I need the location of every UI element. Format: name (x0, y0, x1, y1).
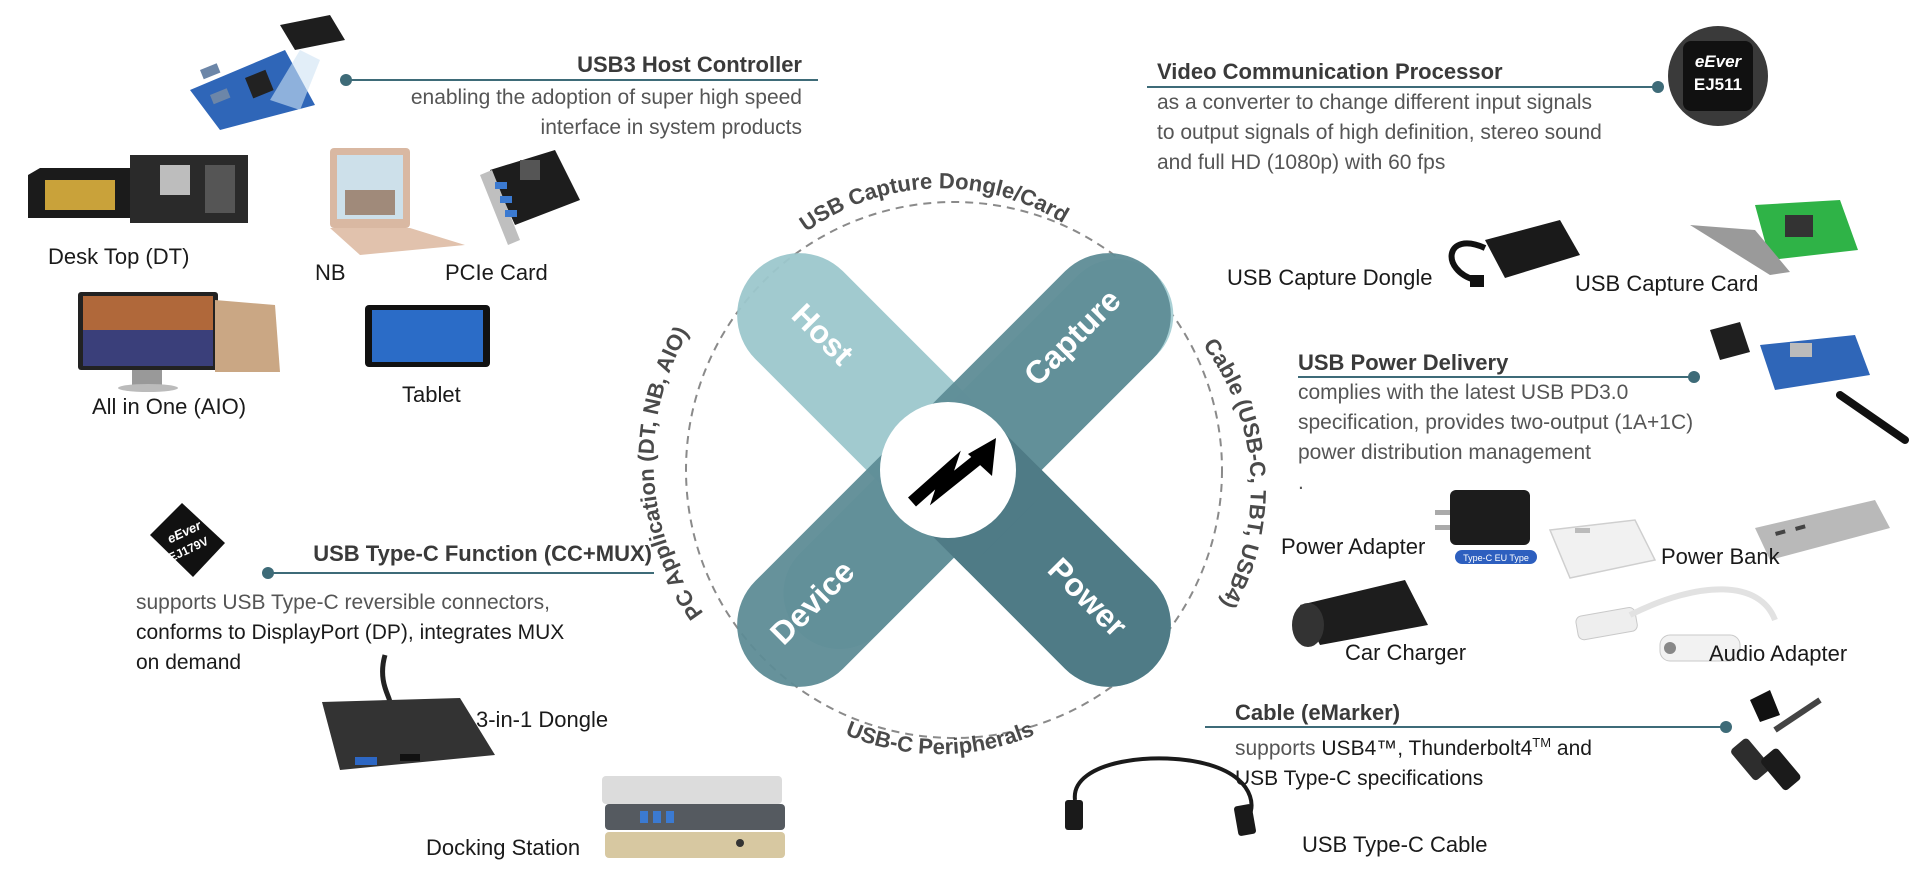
ring-label-left: PC Application (DT, NB, AIO) (634, 322, 708, 625)
dashed-ring (685, 201, 1223, 739)
power-delivery-board-image (1710, 322, 1909, 444)
video-processor-desc-line: as a converter to change different input… (1157, 91, 1593, 114)
video-processor-desc-line: and full HD (1080p) with 60 fps (1157, 151, 1446, 174)
host-controller-desc-line: enabling the adoption of super high spee… (410, 86, 802, 109)
pcie-label: PCIe Card (445, 260, 548, 285)
emarker-desc-and: and (1551, 737, 1592, 760)
power-delivery-desc-line: specification, provides two-output (1A+1… (1298, 411, 1694, 434)
video-processor-rule (1147, 86, 1657, 88)
emarker-title: Cable (eMarker) (1235, 700, 1401, 725)
white-charger-image (1548, 519, 1657, 579)
capture-card-label: USB Capture Card (1575, 271, 1759, 296)
video-processor-title: Video Communication Processor (1157, 59, 1503, 84)
ej511-chip-model: EJ511 (1694, 75, 1742, 94)
notebook-image (330, 148, 465, 255)
ej511-chip-brand: eEver (1695, 52, 1743, 71)
emarker-desc: supports USB4™, Thunderbolt4TM and USB T… (1235, 728, 1592, 794)
typec-function-desc-line: supports USB Type-C reversible connector… (136, 591, 550, 614)
host-controller-rule (350, 79, 818, 81)
power-delivery-desc: complies with the latest USB PD3.0 speci… (1298, 378, 1693, 498)
video-processor-desc-line: to output signals of high definition, st… (1157, 121, 1602, 144)
desktop-label: Desk Top (DT) (48, 244, 190, 269)
typec-function-desc: supports USB Type-C reversible connector… (136, 588, 564, 678)
ring-label-right: Cable (USB-C, TBT, USB4) (1199, 333, 1271, 613)
adapter-tag-label: Type-C EU Type (1463, 553, 1529, 563)
typec-function-connector-dot (262, 567, 274, 579)
host-controller-connector-dot (340, 74, 352, 86)
tablet-image (365, 305, 490, 367)
ring-label-top: USB Capture Dongle/Card (795, 168, 1074, 236)
tablet-label: Tablet (402, 382, 461, 407)
emarker-desc-line: supports USB4™, Thunderbolt4TM and (1235, 728, 1592, 764)
emarker-desc-line: USB Type-C specifications (1235, 767, 1484, 790)
ej179v-chip-image: eEver EJ179V (150, 503, 225, 577)
power-adapter-label: Power Adapter (1281, 534, 1426, 559)
three-in-one-dongle-image (322, 654, 495, 770)
emarker-cable-image (1731, 690, 1822, 791)
usb-capture-dongle-image (1448, 220, 1580, 287)
host-controller-desc-line: interface in system products (540, 116, 802, 139)
power-delivery-desc-line: complies with the latest USB PD3.0 (1298, 381, 1629, 404)
typec-function-desc-line: on demand (136, 651, 242, 674)
power-delivery-desc-line: power distribution management (1298, 441, 1591, 464)
pcie-card-image (480, 150, 580, 245)
video-processor-connector-dot (1652, 81, 1664, 93)
typec-function-title: USB Type-C Function (CC+MUX) (313, 541, 652, 566)
docking-station-image (602, 776, 785, 858)
all-in-one-image (78, 292, 280, 392)
nb-label: NB (315, 260, 346, 285)
docking-label: Docking Station (426, 835, 581, 860)
typec-function-rule (272, 572, 654, 574)
car-charger-image (1292, 580, 1428, 647)
ej511-chip-image: eEver EJ511 (1668, 26, 1768, 126)
video-processor-desc: as a converter to change different input… (1157, 88, 1602, 178)
power-delivery-desc-line: . (1298, 471, 1304, 494)
dongle-3in1-label: 3-in-1 Dongle (476, 707, 609, 732)
power-adapter-image: Type-C EU Type (1435, 490, 1537, 564)
audio-adapter-label: Audio Adapter (1709, 641, 1848, 666)
usb-capture-card-image (1690, 200, 1858, 275)
typec-cable-label: USB Type-C Cable (1302, 832, 1488, 857)
host-controller-desc: enabling the adoption of super high spee… (411, 83, 802, 143)
desktop-motherboard-image (28, 155, 248, 223)
emarker-desc-prefix: supports (1235, 737, 1322, 760)
emarker-desc-usb4: USB4™, Thunderbolt4 (1321, 737, 1533, 760)
power-delivery-connector-dot (1688, 371, 1700, 383)
host-controller-board-image (190, 15, 345, 130)
capture-dongle-label: USB Capture Dongle (1227, 265, 1433, 290)
lightning-arrow-icon (908, 438, 996, 507)
aio-label: All in One (AIO) (92, 394, 247, 419)
car-charger-label: Car Charger (1345, 640, 1467, 665)
power-bank-image (1755, 500, 1890, 560)
typec-cable-image (1065, 756, 1256, 836)
emarker-connector-dot (1720, 721, 1732, 733)
power-delivery-title: USB Power Delivery (1298, 350, 1509, 375)
ring-label-bottom: USB-C Peripherals (843, 716, 1037, 759)
typec-function-desc-line: conforms to DisplayPort (DP), integrates… (136, 621, 565, 644)
emarker-rule (1205, 726, 1725, 728)
host-controller-title: USB3 Host Controller (577, 52, 802, 77)
emarker-desc-tm: TM (1532, 735, 1552, 750)
power-bank-label: Power Bank (1661, 544, 1780, 569)
audio-adapter-image (1575, 586, 1778, 662)
power-delivery-rule (1298, 376, 1690, 378)
